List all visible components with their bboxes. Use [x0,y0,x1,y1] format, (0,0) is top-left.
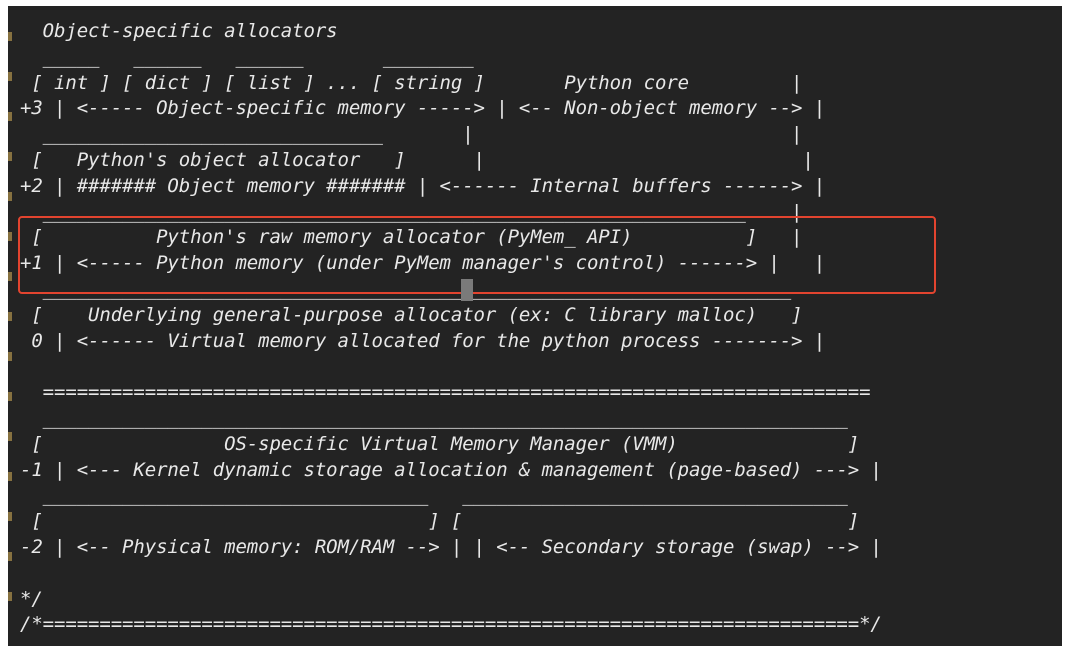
code-line: ________________________________________… [20,200,803,223]
code-line: [ int ] [ dict ] [ list ] ... [ string ]… [20,71,803,94]
gutter-marker [8,192,12,201]
code-line: -1 | <--- Kernel dynamic storage allocat… [20,458,882,481]
code-line: +3 | <----- Object-specific memory -----… [20,97,826,120]
gutter-marker [8,352,12,361]
gutter-marker [8,392,12,401]
code-line: ========================================… [20,381,871,404]
code-line: ______________________________ | | [20,123,803,146]
code-line: +1 | <----- Python memory (under PyMem m… [20,252,826,275]
code-line: [ Underlying general-purpose allocator (… [20,303,803,326]
code-line: [ OS-specific Virtual Memory Manager (VM… [20,432,860,455]
gutter-marker [8,552,12,561]
code-line: +2 | ####### Object memory ####### | <--… [20,174,826,197]
code-line: /*======================================… [20,613,882,636]
code-line: [ ] [ ] [20,510,860,533]
gutter-marker [8,432,12,441]
code-line: [ Python's object allocator ] | | [20,148,814,171]
code-line: ________________________________________… [20,277,792,300]
gutter-marker [8,152,12,161]
gutter-marker [8,592,12,601]
gutter-marker [8,72,12,81]
code-line: __________________________________ _____… [20,484,848,507]
code-line [20,561,882,587]
code-line: _____ ______ ______ ________ [20,45,474,68]
code-line: Object-specific allocators [20,20,338,42]
gutter-marker [8,112,12,121]
code-line: */ [20,587,43,610]
code-line [20,354,882,380]
code-text[interactable]: Object-specific allocators _____ ______ … [20,19,882,638]
text-cursor [461,279,473,301]
gutter-marker [8,472,12,481]
gutter-marker [8,312,12,321]
code-line: ________________________________________… [20,406,848,429]
gutter-marker [8,512,12,521]
gutter-marker [8,272,12,281]
code-line: 0 | <------ Virtual memory allocated for… [20,329,826,352]
code-line: [ Python's raw memory allocator (PyMem_ … [20,226,803,249]
code-line: -2 | <-- Physical memory: ROM/RAM --> | … [20,535,882,558]
code-editor[interactable]: Object-specific allocators _____ ______ … [8,6,1062,646]
gutter-marker [8,232,12,241]
gutter-marker [8,32,12,41]
